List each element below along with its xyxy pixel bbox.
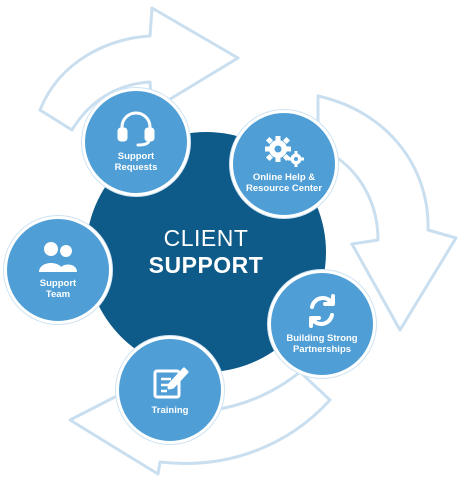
headset-icon: [116, 111, 156, 147]
node-support-team[interactable]: Support Team: [4, 216, 112, 324]
node-label-support-requests: Support Requests: [114, 151, 158, 173]
gears-icon: [262, 134, 306, 168]
node-label-online-help: Online Help & Resource Center: [245, 172, 323, 194]
refresh-icon: [304, 293, 340, 329]
node-building-partnerships[interactable]: Building Strong Partnerships: [268, 270, 376, 378]
top-cycle-arrow: [38, 6, 240, 132]
center-title-line2: SUPPORT: [148, 252, 264, 278]
node-online-help[interactable]: Online Help & Resource Center: [230, 110, 338, 218]
node-label-support-team: Support Team: [39, 278, 77, 300]
node-training[interactable]: Training: [116, 336, 224, 444]
node-label-building-partnerships: Building Strong Partnerships: [286, 333, 358, 355]
node-support-requests[interactable]: Support Requests: [82, 88, 190, 196]
right-cycle-arrow: [316, 94, 458, 332]
edit-document-icon: [151, 365, 189, 401]
users-icon: [37, 240, 79, 274]
node-label-training: Training: [151, 404, 189, 416]
center-title-line1: CLIENT: [163, 225, 249, 251]
